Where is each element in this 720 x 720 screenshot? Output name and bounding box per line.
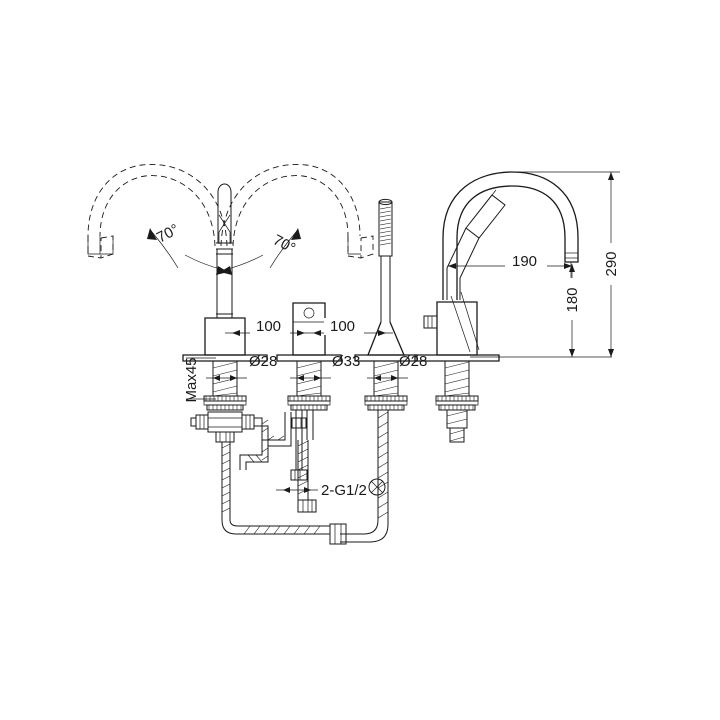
dim-total-height-group: 290 bbox=[510, 171, 621, 357]
dim-deck-thickness-group: Max45 bbox=[183, 357, 216, 403]
dim-dia-center-text: Ø33 bbox=[332, 353, 360, 370]
hose-hatch-right bbox=[377, 411, 389, 519]
dim-spacing-left-text: 100 bbox=[256, 318, 281, 335]
dim-thread-callout-text: 2-G1/2 bbox=[321, 482, 367, 499]
angle-label-left: 70° bbox=[154, 221, 182, 247]
right-swing-arc-group bbox=[220, 163, 374, 275]
dim-total-height-text: 290 bbox=[603, 251, 620, 276]
dim-spout-height-group: 180 bbox=[470, 264, 612, 358]
handheld-shower-column bbox=[354, 198, 418, 411]
side-view: 190 180 290 bbox=[414, 171, 621, 443]
dim-spacing-group: 100 100 bbox=[225, 318, 393, 336]
shower-head-knurl bbox=[379, 206, 392, 246]
dim-deck-thickness-text: Max45 bbox=[183, 357, 200, 402]
dim-dia-right-text: Ø28 bbox=[399, 353, 427, 370]
dim-reach-group: 190 bbox=[448, 252, 572, 292]
mixer-spout-column bbox=[182, 183, 268, 411]
braided-hose-network bbox=[221, 410, 389, 545]
side-handheld-shower bbox=[446, 189, 506, 353]
front-view: 70° 70° bbox=[87, 163, 427, 545]
t-valve-assembly bbox=[190, 411, 255, 443]
dim-dia-left-text: Ø28 bbox=[249, 353, 277, 370]
dim-diameter-group: Ø28 Ø33 Ø28 bbox=[206, 353, 427, 381]
hose-braid-center bbox=[297, 440, 309, 495]
hose-braid-left bbox=[221, 443, 321, 535]
angle-left-text: 70° bbox=[154, 221, 182, 247]
dim-thread-callout-group: 2-G1/2 bbox=[276, 482, 367, 499]
dim-spacing-right-text: 100 bbox=[330, 318, 355, 335]
dim-spout-height-text: 180 bbox=[564, 287, 581, 312]
hose-braid-cross bbox=[247, 419, 285, 463]
dim-reach-text: 190 bbox=[512, 253, 537, 270]
side-thread-hatch bbox=[444, 361, 470, 397]
left-swing-arc-group bbox=[87, 163, 228, 275]
